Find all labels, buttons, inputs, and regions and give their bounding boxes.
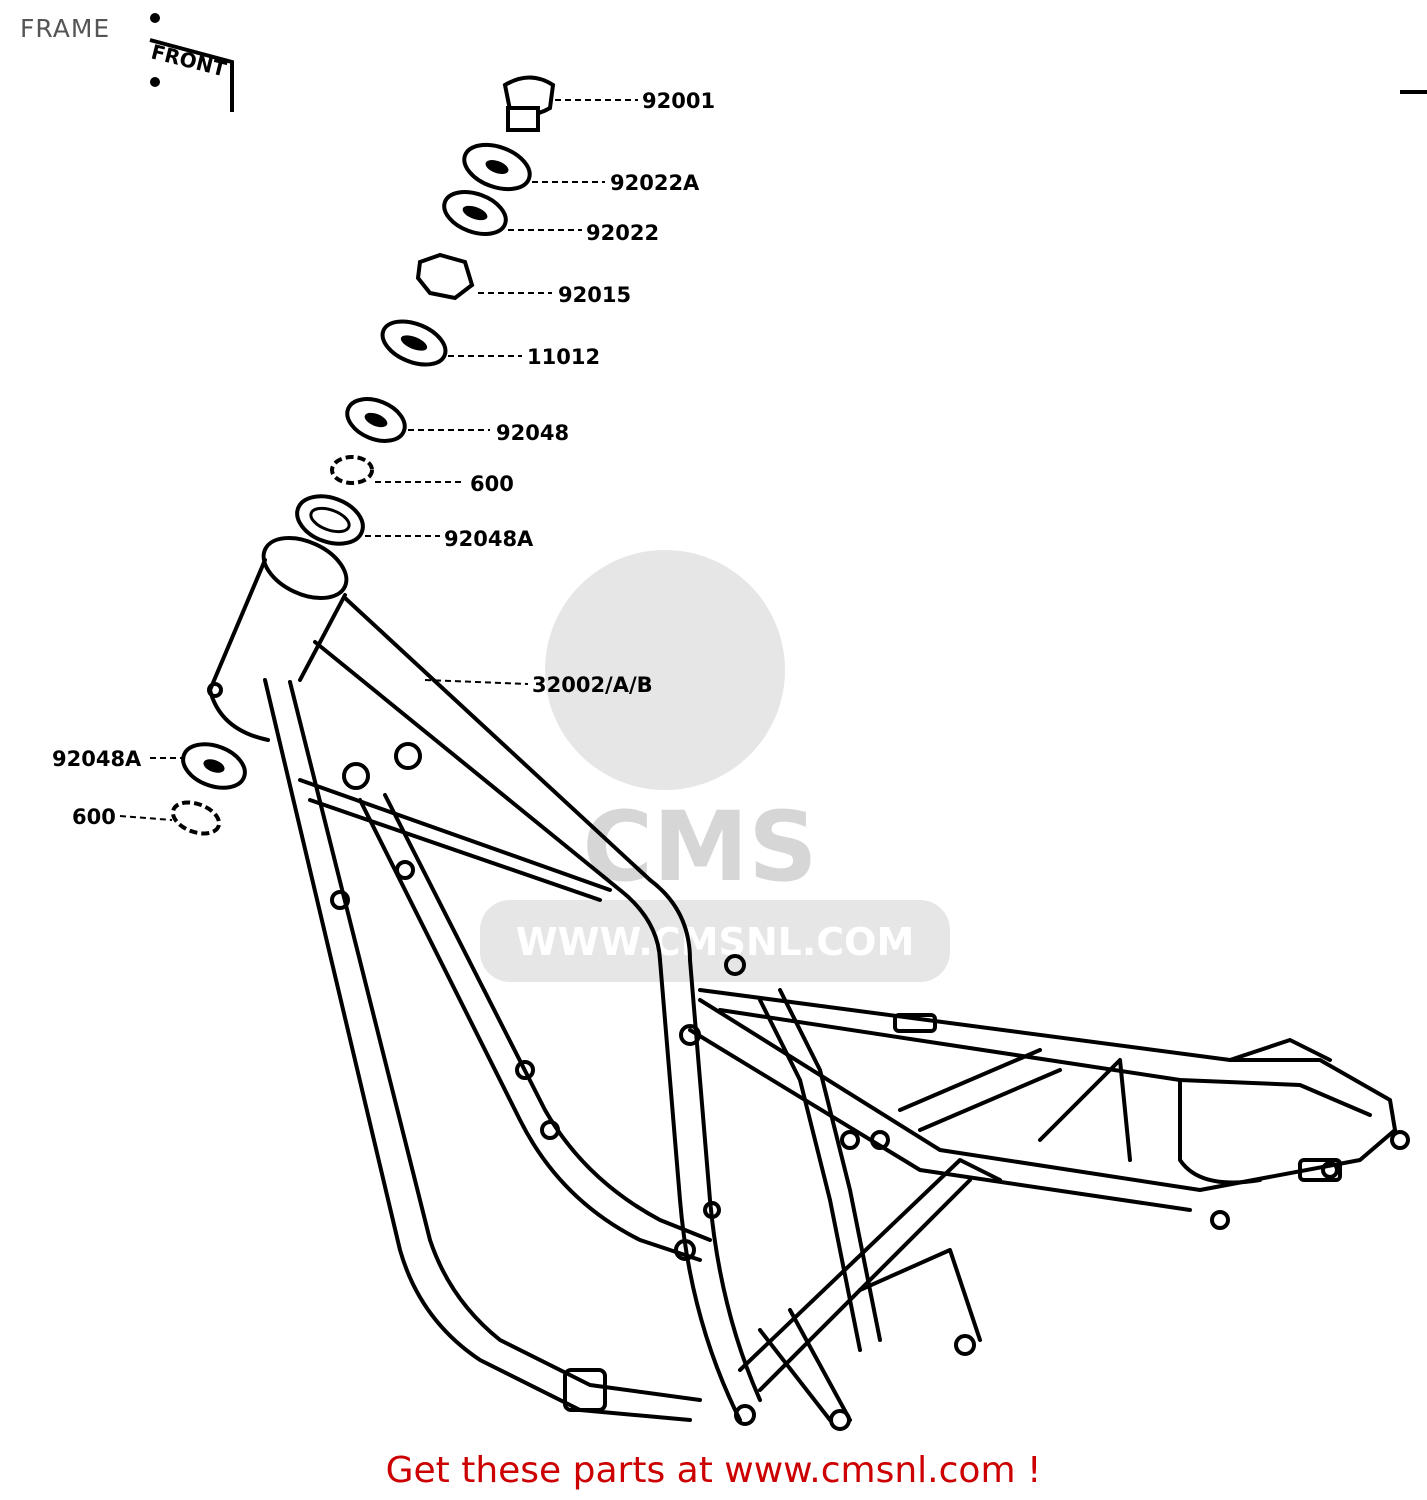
part-label-92022: 92022 xyxy=(586,221,659,245)
part-label-92022a: 92022A xyxy=(610,171,700,195)
part-label-92048: 92048 xyxy=(496,421,569,445)
part-label-frame: 32002/A/B xyxy=(532,673,653,697)
balls-600-icon xyxy=(330,455,374,485)
footer-link[interactable]: Get these parts at www.cmsnl.com ! xyxy=(385,1450,1042,1491)
part-label-92001: 92001 xyxy=(642,89,715,113)
part-label-11012: 11012 xyxy=(527,345,600,369)
front-label: FRONT xyxy=(149,40,229,82)
part-label-600: 600 xyxy=(470,472,514,496)
watermark-banner xyxy=(480,900,950,982)
part-label-92015: 92015 xyxy=(558,283,631,307)
front-marker: FRONT xyxy=(149,13,234,112)
watermark-logo-text: CMS xyxy=(582,791,817,903)
part-label-92048a: 92048A xyxy=(444,527,534,551)
watermark: CMS WWW.CMSNL.COM xyxy=(480,550,950,982)
watermark-url: WWW.CMSNL.COM xyxy=(516,920,915,964)
watermark-logo-icon xyxy=(545,550,785,790)
page-title: FRAME xyxy=(20,14,111,43)
part-label-600-lower: 600 xyxy=(72,805,116,829)
steering-parts xyxy=(170,75,556,836)
motorcycle-frame xyxy=(207,535,1410,1431)
locknut-icon xyxy=(415,252,475,301)
leader-lines xyxy=(119,99,638,821)
part-labels: 92001 92022A 92022 92015 11012 92048 600… xyxy=(52,89,715,829)
part-label-92048a-lower: 92048A xyxy=(52,747,142,771)
stem-nut-base xyxy=(506,106,540,132)
lower-balls-icon xyxy=(170,800,222,836)
